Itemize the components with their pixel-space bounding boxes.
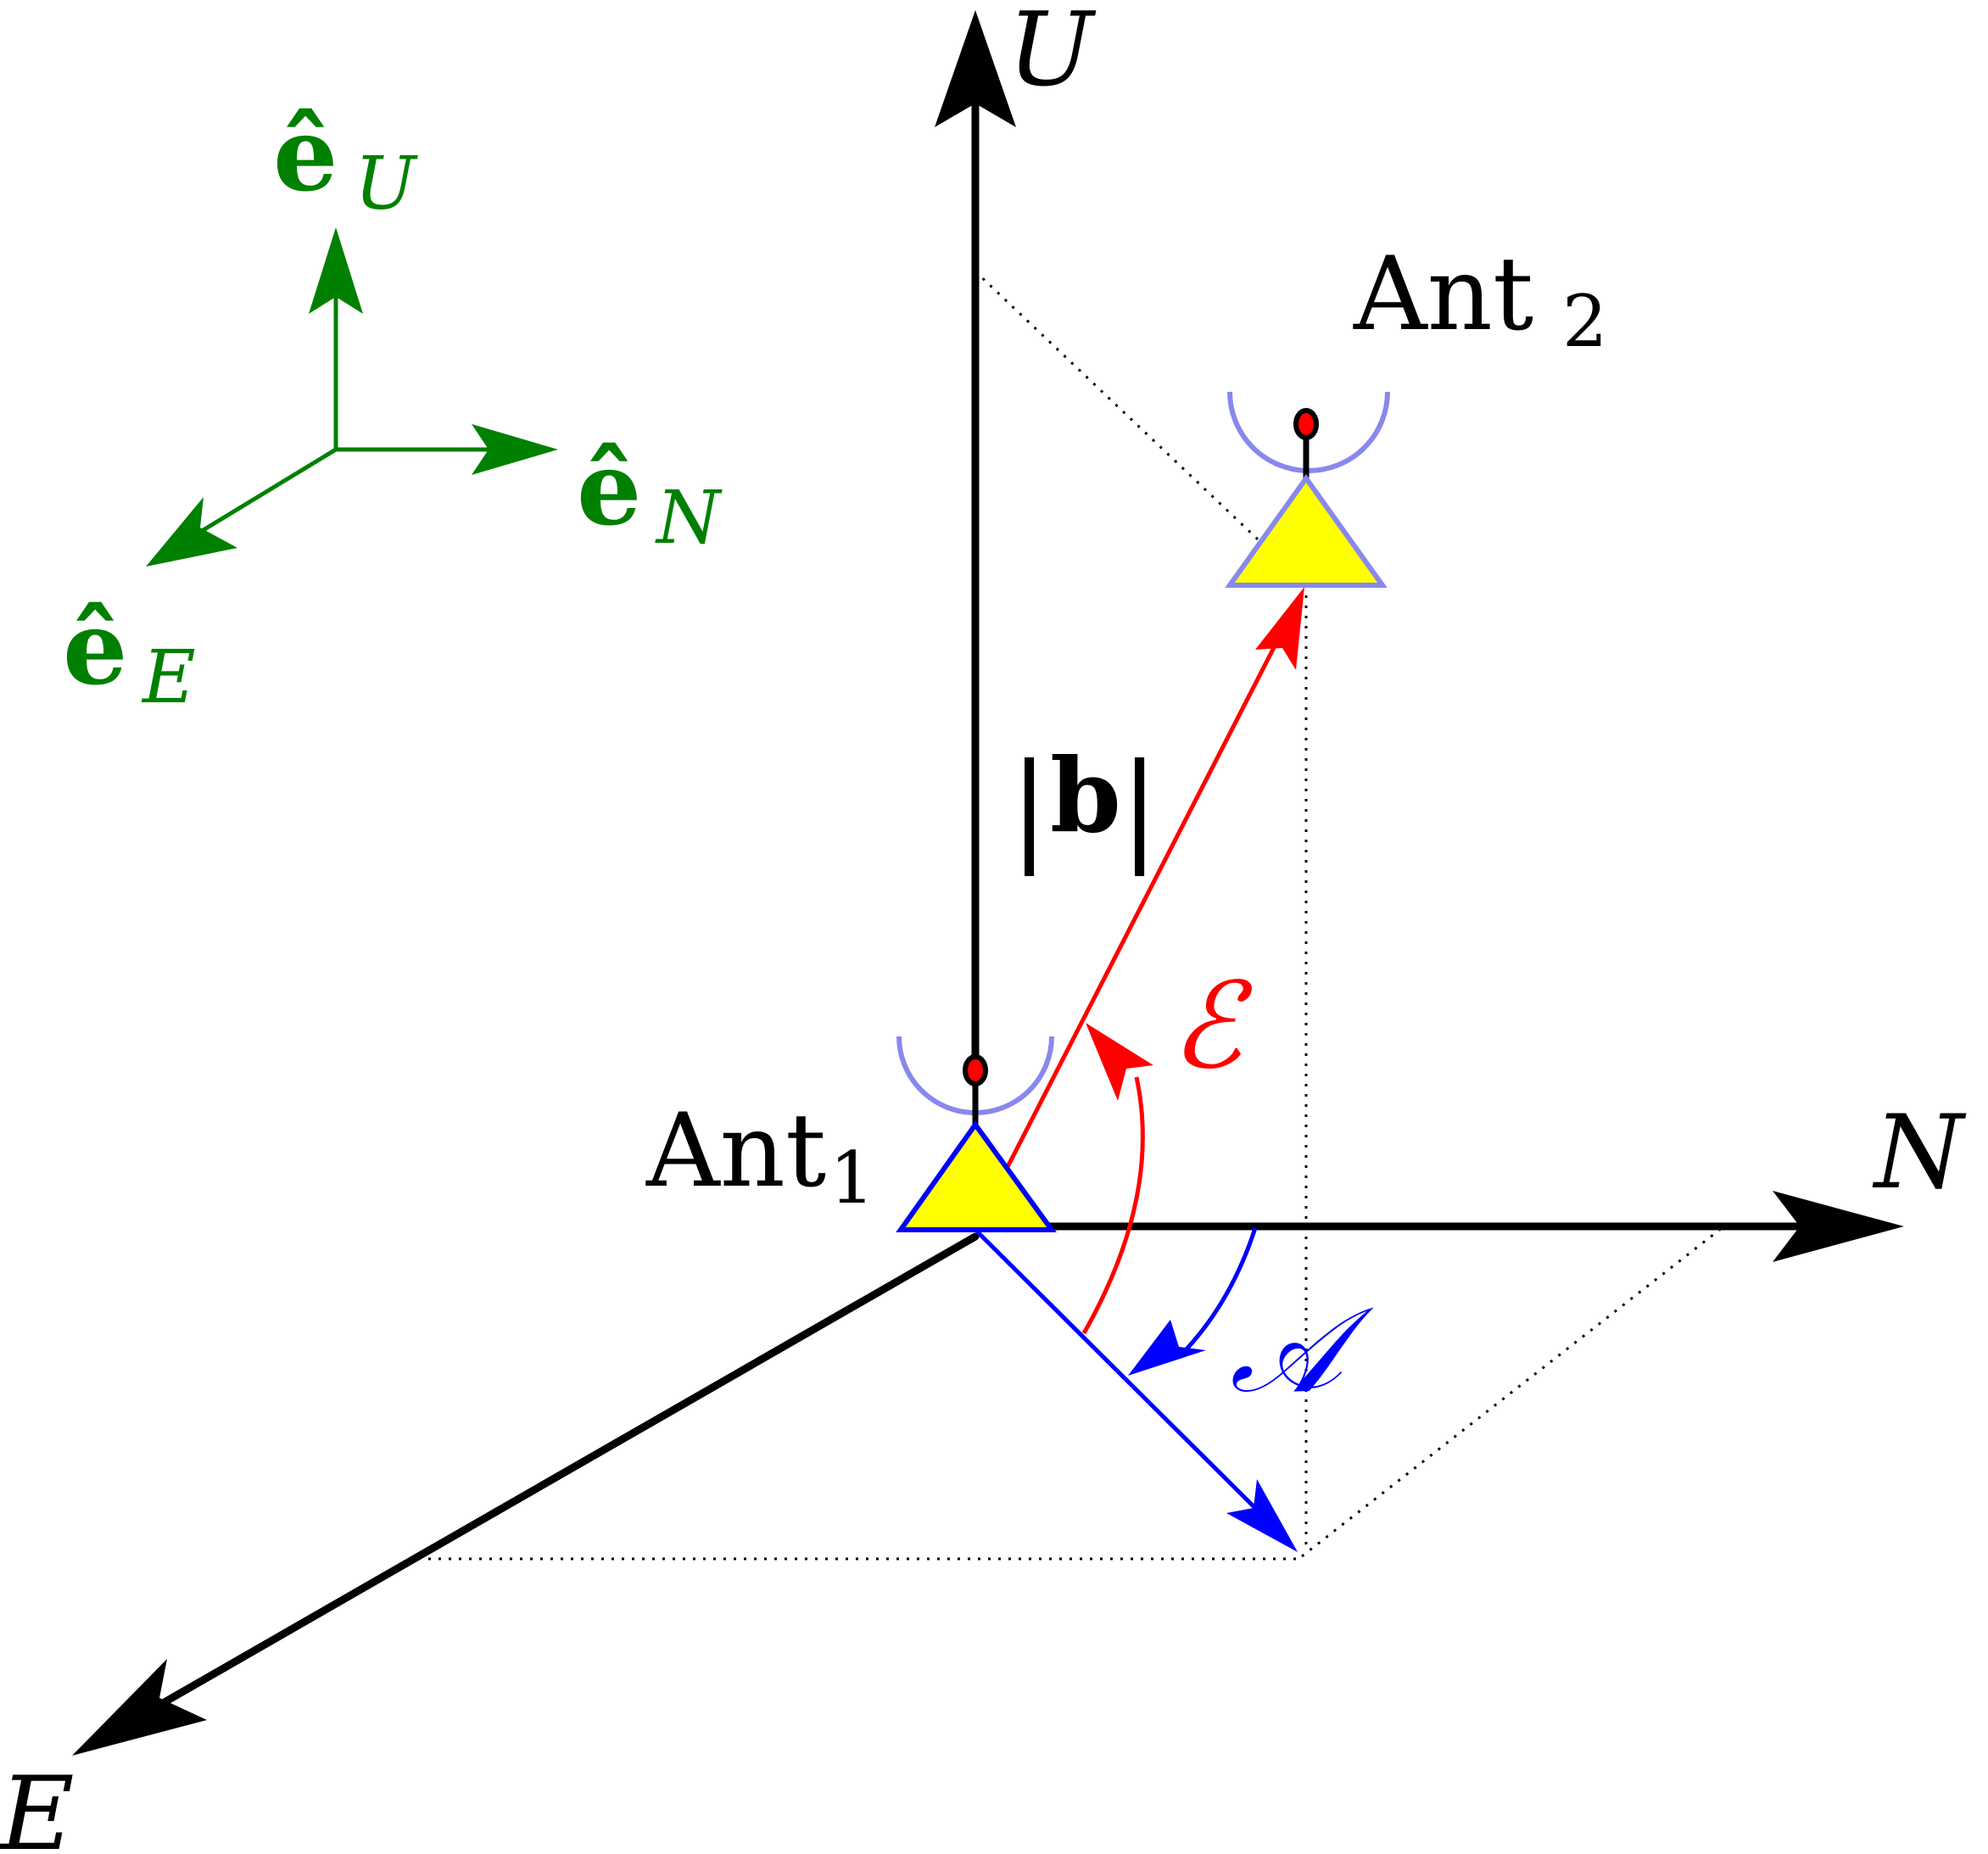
antenna-2 (1225, 391, 1390, 588)
basis-east-arrowhead (146, 497, 237, 567)
elevation-arc (1081, 1076, 1145, 1335)
axis-east (148, 1232, 980, 1713)
baseline-label-right-bar: | (1120, 739, 1159, 877)
antenna-2-feed (1293, 408, 1319, 440)
basis-east-hat: ê (63, 589, 127, 708)
basis-up-arrowhead (309, 227, 363, 314)
baseline-vector (973, 629, 1285, 1231)
basis-up-sub: U (355, 142, 418, 226)
basis-up-hat: ê (273, 95, 338, 215)
basis-vectors (172, 271, 517, 550)
antenna-1 (896, 1036, 1057, 1232)
antenna-icon (1225, 473, 1388, 588)
basis-east-sub: E (141, 635, 196, 720)
axis-east-arrowhead (72, 1659, 207, 1756)
antenna-1-label: Ant 1 (645, 1092, 874, 1220)
basis-label-north: ê N (577, 429, 723, 561)
antenna-2-label: Ant 2 (1353, 236, 1607, 363)
basis-north-hat: ê (577, 429, 641, 549)
baseline-horizontal-projection (975, 1230, 1265, 1518)
axis-label-east: E (0, 1756, 75, 1854)
basis-north-sub: N (655, 476, 723, 561)
baseline-label-vector: b (1050, 736, 1121, 856)
azimuth-arc (1177, 1227, 1258, 1359)
antenna-1-label-base: Ant (645, 1092, 826, 1210)
antenna-2-label-base: Ant (1353, 236, 1533, 354)
azimuth-angle-label: 𝒜 (1230, 1282, 1374, 1420)
axis-up-arrowhead (935, 10, 1016, 127)
antenna-icon (896, 1120, 1057, 1232)
axis-label-up: U (1008, 0, 1097, 109)
azimuth-arc-arrowhead (1128, 1320, 1206, 1376)
elevation-angle-label: ℰ (1170, 958, 1253, 1096)
baseline-label-left-bar: | (1009, 739, 1049, 877)
main-axes (148, 89, 1819, 1713)
elevation-arc-arrowhead (1086, 1023, 1153, 1101)
axis-north-arrowhead (1773, 1191, 1904, 1262)
baseline-length-label: | b | (1009, 736, 1159, 877)
baseline-arrowhead (1255, 587, 1304, 670)
antenna-1-feed (963, 1054, 988, 1086)
projection-arrowhead (1226, 1479, 1298, 1552)
basis-north-arrowhead (472, 424, 558, 475)
antenna-1-label-sub: 1 (829, 1136, 874, 1220)
antenna-2-label-sub: 2 (1562, 280, 1607, 363)
dotted-foot-to-north (1301, 1226, 1723, 1558)
dotted-up-to-ant2 (974, 270, 1308, 587)
axis-label-north: N (1872, 1094, 1967, 1212)
basis-label-up: ê U (273, 95, 418, 226)
basis-label-east: ê E (63, 589, 196, 720)
construction-lines (428, 270, 1723, 1561)
